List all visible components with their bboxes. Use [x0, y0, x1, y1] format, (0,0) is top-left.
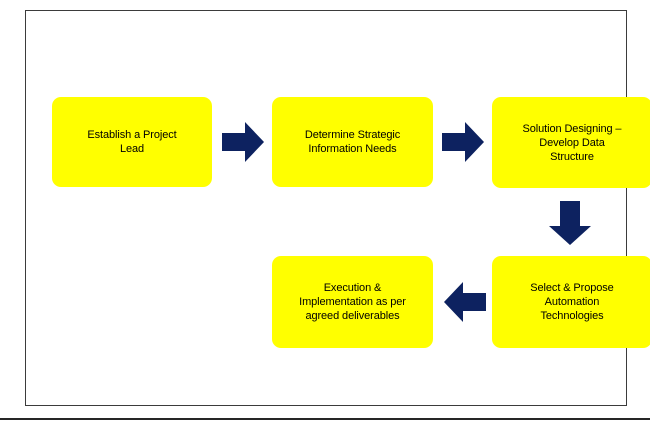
node-label: Execution & Implementation as per agreed…: [299, 282, 406, 322]
arrow-right-icon: [222, 120, 264, 164]
process-node-determine-strategic-information-needs[interactable]: Determine Strategic Information Needs: [272, 97, 433, 187]
node-label: Solution Designing – Develop Data Struct…: [522, 122, 622, 163]
node-label: Determine Strategic Information Needs: [304, 129, 401, 155]
arrow-right-icon: [442, 120, 484, 164]
process-node-establish-a-project-lead[interactable]: Establish a Project Lead: [52, 97, 212, 187]
node-label: Establish a Project Lead: [87, 129, 177, 155]
diagram-frame: Establish a Project Lead Determine Strat…: [25, 10, 650, 406]
process-node-solution-designing-develop-data-structure[interactable]: Solution Designing – Develop Data Struct…: [492, 97, 650, 188]
arrow-down-icon: [547, 201, 593, 245]
process-node-execution-implementation-as-per-agreed-deliverables[interactable]: Execution & Implementation as per agreed…: [272, 256, 433, 348]
arrow-left-icon: [442, 280, 486, 324]
process-node-select-propose-automation-technologies[interactable]: Select & Propose Automation Technologies: [492, 256, 650, 348]
node-label: Select & Propose Automation Technologies: [530, 282, 614, 322]
bottom-divider: [0, 418, 650, 420]
